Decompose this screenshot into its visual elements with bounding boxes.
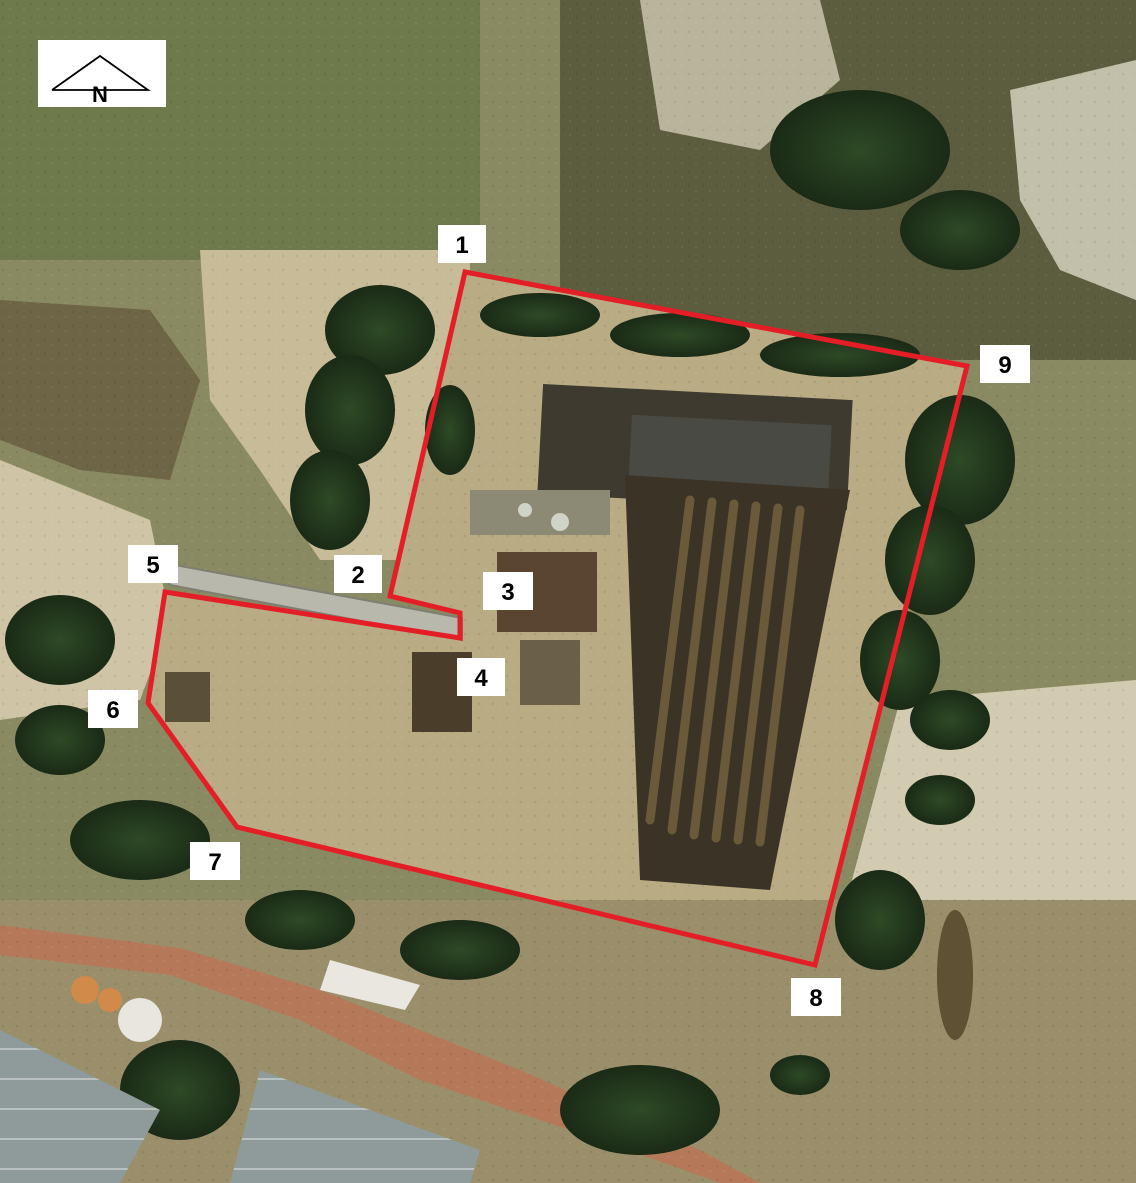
- svg-text:4: 4: [474, 665, 488, 692]
- svg-text:8: 8: [809, 985, 822, 1012]
- southern-buildings: [0, 960, 480, 1183]
- site-boundary: [145, 269, 971, 969]
- north-arrow-icon: [51, 54, 151, 91]
- point-label-2: 2: [334, 555, 382, 593]
- point-label-8: 8: [791, 978, 841, 1016]
- east-windrow: [937, 910, 973, 1040]
- svg-text:2: 2: [351, 562, 364, 589]
- svg-text:1: 1: [455, 232, 468, 259]
- north-letter: N: [92, 82, 108, 107]
- svg-text:9: 9: [998, 352, 1011, 379]
- svg-text:5: 5: [146, 552, 159, 579]
- point-label-6: 6: [88, 690, 138, 728]
- point-label-9: 9: [980, 345, 1030, 383]
- point-label-5: 5: [128, 545, 178, 583]
- svg-text:3: 3: [501, 579, 514, 606]
- tree-belts: [5, 90, 1020, 1155]
- point-labels: 1 2 3 4 5 6 7 8: [88, 225, 1030, 1016]
- svg-text:7: 7: [208, 849, 221, 876]
- point-label-4: 4: [457, 658, 505, 696]
- point-label-3: 3: [483, 572, 533, 610]
- point-label-1: 1: [438, 225, 486, 263]
- north-arrow: N: [38, 40, 166, 107]
- point-label-7: 7: [190, 842, 240, 880]
- svg-text:6: 6: [106, 697, 119, 724]
